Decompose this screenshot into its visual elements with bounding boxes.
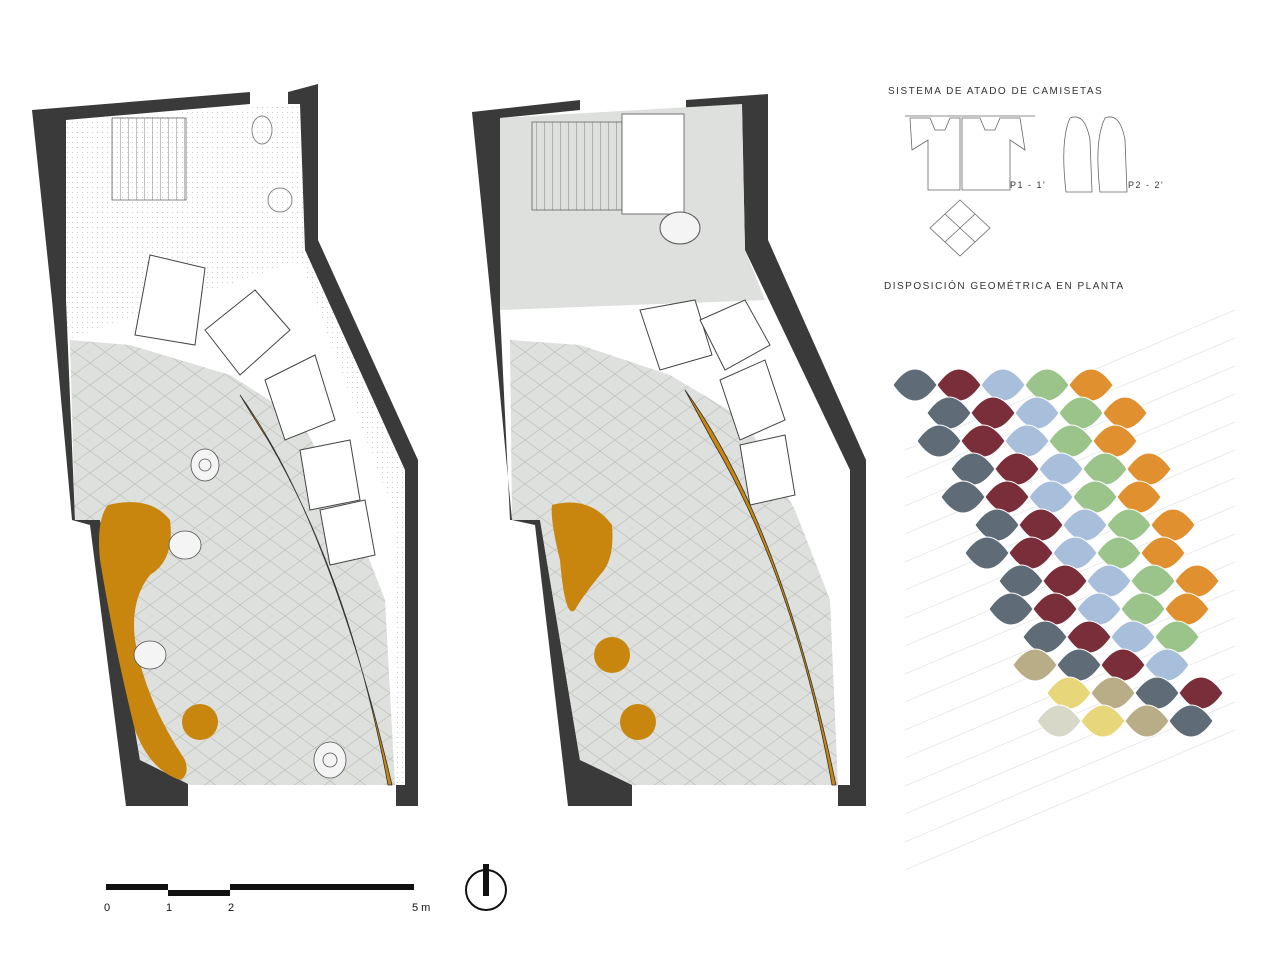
p2-label: P2 - 2'	[1128, 180, 1165, 190]
toilet-icon	[251, 115, 273, 145]
mosaic-tile	[1150, 508, 1196, 542]
scale-tick-5m: 5 m	[412, 902, 431, 914]
mosaic-tile	[1116, 480, 1162, 514]
plan-left-stairs	[111, 117, 187, 201]
mosaic-tile	[1086, 564, 1132, 598]
mosaic-tile	[1038, 452, 1084, 486]
mosaic-tile	[1164, 592, 1210, 626]
mosaic-tile	[1174, 564, 1220, 598]
mosaic-tile	[1168, 704, 1214, 738]
mosaic-tile	[960, 424, 1006, 458]
mosaic-tile	[1102, 396, 1148, 430]
plan-right-walls	[472, 100, 632, 806]
mosaic-tile	[1022, 620, 1068, 654]
plan-left-bench	[99, 502, 187, 780]
mosaic-tile	[1080, 704, 1126, 738]
mosaic-tile	[1076, 592, 1122, 626]
mosaic-tile	[980, 368, 1026, 402]
scale-bar	[106, 884, 414, 896]
p1-label: P1 - 1'	[1010, 180, 1047, 190]
mosaic-tile	[1052, 536, 1098, 570]
mosaic-tile	[940, 480, 986, 514]
mosaic-tile	[936, 368, 982, 402]
mosaic-tile	[1130, 564, 1176, 598]
plan-left-panels	[134, 254, 376, 566]
mosaic-tile	[916, 424, 962, 458]
mosaic-tile	[1082, 452, 1128, 486]
mosaic-tile	[1036, 704, 1082, 738]
mosaic-tile	[926, 396, 972, 430]
tshirt-system-diagram	[905, 115, 1128, 257]
mosaic-tile	[970, 396, 1016, 430]
plan-right-panels	[639, 299, 796, 506]
mosaic-tile	[1042, 564, 1088, 598]
scale-tick-0: 0	[104, 902, 111, 914]
mosaic-tile	[1062, 508, 1108, 542]
system-title: SISTEMA DE ATADO DE CAMISETAS	[888, 86, 1104, 97]
mosaic-tile	[1012, 648, 1058, 682]
plan-left-walls	[32, 92, 250, 806]
plan-left-stool	[182, 704, 218, 740]
mosaic-tile	[1096, 536, 1142, 570]
mosaic-tile	[1048, 424, 1094, 458]
mosaic-tile	[1072, 480, 1118, 514]
mosaic-tile	[984, 480, 1030, 514]
mosaic-tile	[1066, 620, 1112, 654]
plan-left	[32, 84, 418, 806]
mosaic-tile	[1092, 424, 1138, 458]
mosaic-tile	[1140, 536, 1186, 570]
plan-right-stool-2	[620, 704, 656, 740]
mosaic-tile	[1004, 424, 1050, 458]
scale-tick-1: 1	[166, 902, 173, 914]
mosaic-tile	[1056, 648, 1102, 682]
mosaic-tile	[1028, 480, 1074, 514]
mosaic-tile	[1068, 368, 1114, 402]
plan-right	[472, 94, 866, 806]
mosaic-tile	[1058, 396, 1104, 430]
mosaic-tile	[892, 368, 938, 402]
north-arrow-icon	[465, 864, 507, 911]
mosaic-tile	[998, 564, 1044, 598]
tile-mosaic	[892, 309, 1236, 871]
plan-right-person-desk	[659, 211, 701, 245]
mosaic-tile	[988, 592, 1034, 626]
plan-left-curved-screen	[239, 394, 393, 786]
plan-left-walls-right	[288, 84, 418, 806]
mosaic-tile	[1106, 508, 1152, 542]
mosaic-tile	[1110, 620, 1156, 654]
plan-left-people	[133, 448, 347, 779]
mosaic-tile	[1014, 396, 1060, 430]
mosaic-tile	[1008, 536, 1054, 570]
plan-right-stairs	[531, 121, 623, 211]
mosaic-tile	[974, 508, 1020, 542]
mosaic-tile	[1144, 648, 1190, 682]
mosaic-tile	[1134, 676, 1180, 710]
mosaic-tile	[950, 452, 996, 486]
plan-right-bench	[551, 502, 613, 612]
mosaic-tile	[1154, 620, 1200, 654]
mosaic-tile	[1124, 704, 1170, 738]
sink-icon	[267, 187, 293, 213]
mosaic-tile	[1100, 648, 1146, 682]
mosaic-tile	[1120, 592, 1166, 626]
mosaic-tile	[964, 536, 1010, 570]
plan-right-desk	[621, 113, 685, 215]
scale-tick-2: 2	[228, 902, 235, 914]
geometry-title: DISPOSICIÓN GEOMÉTRICA EN PLANTA	[884, 281, 1125, 292]
plan-right-curved-screen	[684, 389, 837, 786]
mosaic-tile	[1018, 508, 1064, 542]
plan-right-stool-1	[594, 637, 630, 673]
mosaic-tile	[1032, 592, 1078, 626]
